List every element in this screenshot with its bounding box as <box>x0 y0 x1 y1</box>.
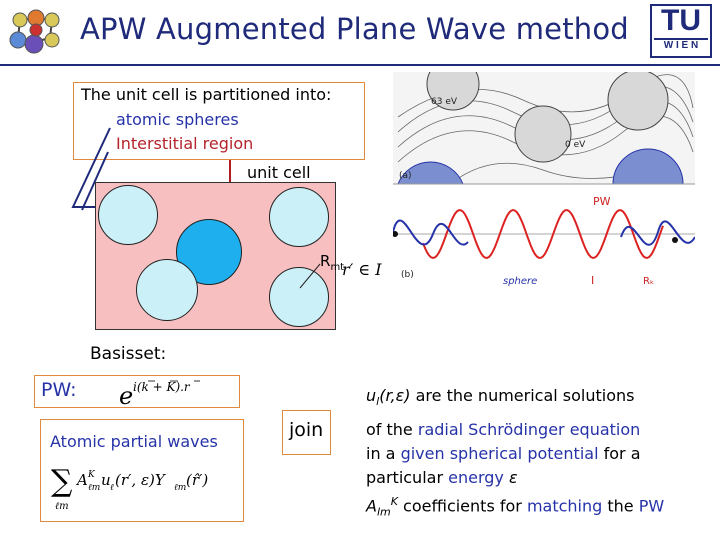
plane-wave-formula: e i(k + K).r <box>119 380 200 410</box>
sphere-wave-left <box>393 219 469 246</box>
plane-wave-curve <box>422 208 664 260</box>
svg-text:e: e <box>119 382 133 410</box>
unit-cell-label: unit cell <box>247 163 311 182</box>
svg-text:(r′, ε)Y: (r′, ε)Y <box>115 471 167 489</box>
corner-sphere-bottom-right <box>269 267 329 327</box>
svg-text:ℓ: ℓ <box>110 483 114 493</box>
title-divider <box>0 64 720 66</box>
svg-text:K: K <box>87 470 96 480</box>
svg-text:u: u <box>101 471 111 489</box>
label-a: (a) <box>399 171 412 181</box>
svg-text:ℓm: ℓm <box>174 483 186 493</box>
svg-text:i(k + K).r: i(k + K).r <box>133 380 191 394</box>
label-b: (b) <box>401 270 414 280</box>
corner-sphere-top-left <box>98 185 158 245</box>
label-pw: PW <box>593 195 611 208</box>
corner-sphere-bottom-left <box>136 259 198 321</box>
callout-connectors <box>71 127 111 211</box>
label-63ev: 63 eV <box>431 97 458 107</box>
rmt-label: Rmt <box>320 252 345 273</box>
label-sphere: sphere <box>503 276 537 287</box>
rmt-radius-line <box>299 263 321 289</box>
svg-text:(r̂′): (r̂′) <box>186 471 208 489</box>
explanation-line-5: AlmK coefficients for matching the PW <box>366 495 665 519</box>
join-label: join <box>289 419 324 441</box>
pw-basis-box: PW: e i(k + K).r <box>34 375 240 410</box>
r-in-interstitial: r′ ∈ I <box>342 260 382 279</box>
explanation-line-1: ul(r,ε) are the numerical solutions <box>366 386 635 409</box>
atomic-partial-waves-label: Atomic partial waves <box>50 432 218 451</box>
basisset-label: Basisset: <box>90 344 167 364</box>
page-title: APW Augmented Plane Wave method <box>80 12 629 46</box>
potential-wavefunction-figure: 63 eV 0 eV (a) PW (b) sphere I Rₖ <box>393 72 695 287</box>
logo-wien-text: W I E N <box>663 40 699 51</box>
pw-label: PW: <box>41 379 77 401</box>
label-0ev: 0 eV <box>565 140 586 150</box>
svg-text:ℓm: ℓm <box>88 483 100 493</box>
join-box: join <box>282 410 331 455</box>
partial-wave-formula: ∑ ℓm A K ℓm u ℓ (r′, ε)Y ℓm (r̂′) <box>51 464 208 512</box>
svg-text:ℓm: ℓm <box>55 501 69 512</box>
logo-tu-text: TU <box>661 4 701 37</box>
tu-wien-logo: TU W I E N <box>646 2 716 60</box>
explanation-line-3: in a given spherical potential for a <box>366 444 641 464</box>
corner-sphere-top-right <box>269 187 329 247</box>
explanation-line-4: particular energy ε <box>366 468 518 488</box>
svg-text:∑: ∑ <box>51 464 73 499</box>
label-i: I <box>591 274 594 287</box>
explanation-text: ul(r,ε) are the numerical solutions of t… <box>366 384 706 525</box>
partition-intro: The unit cell is partitioned into: <box>81 85 332 104</box>
unit-cell-pointer <box>229 160 231 202</box>
partition-atomic-spheres: atomic spheres <box>116 110 239 129</box>
explanation-line-2: of the radial Schrödinger equation <box>366 420 641 440</box>
partition-interstitial: Interstitial region <box>116 134 254 153</box>
unit-cell <box>95 182 336 330</box>
svg-text:A: A <box>75 471 88 489</box>
sphere-wave-right <box>620 220 695 246</box>
partition-callout: The unit cell is partitioned into: atomi… <box>73 82 365 160</box>
label-rk: Rₖ <box>643 276 654 287</box>
wien2k-logo <box>9 9 60 54</box>
atomic-partial-waves-box: Atomic partial waves ∑ ℓm A K ℓm u ℓ (r′… <box>40 419 244 522</box>
